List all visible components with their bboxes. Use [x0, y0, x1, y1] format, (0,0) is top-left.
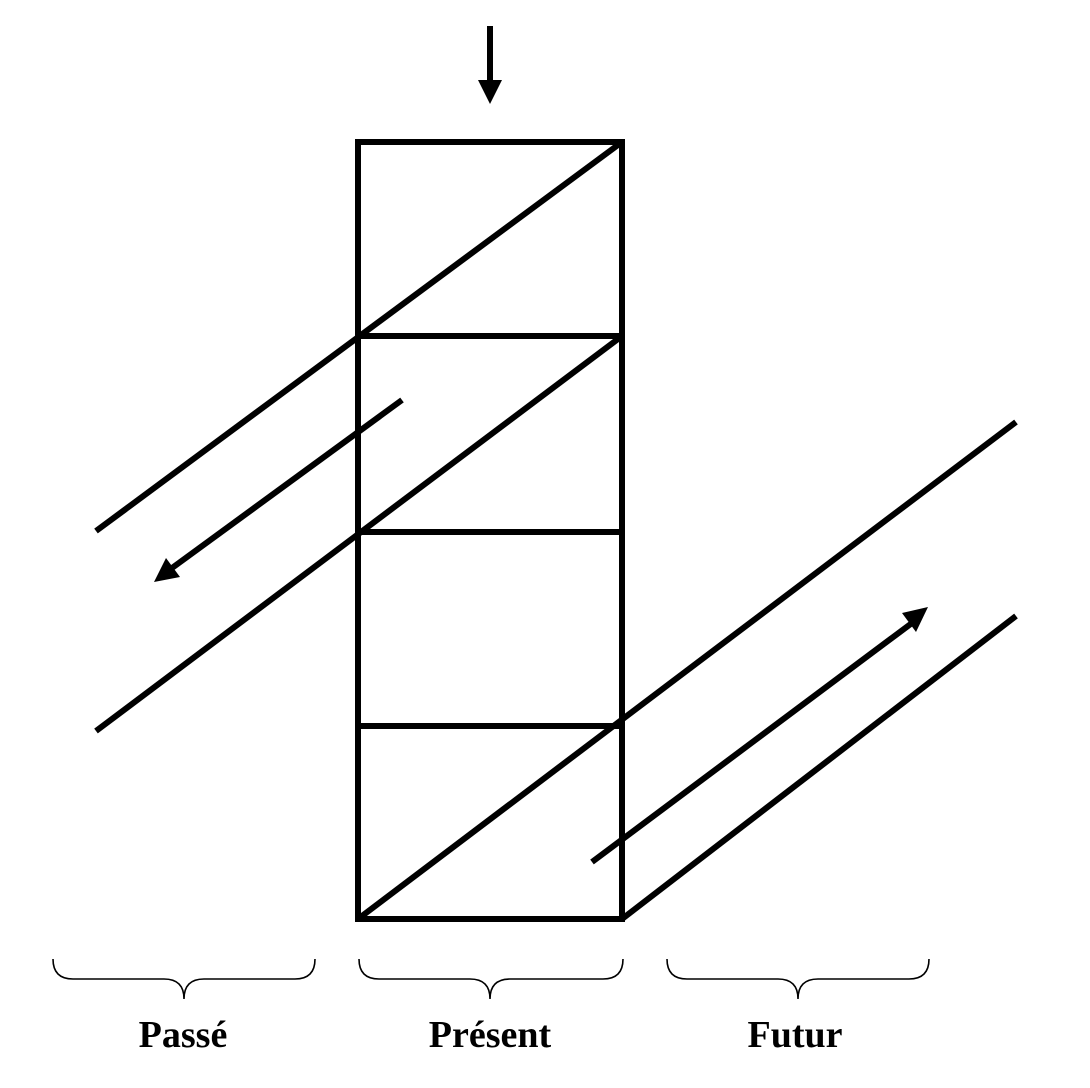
past-label: Passé [139, 1014, 228, 1056]
future-label: Futur [748, 1014, 843, 1056]
past-brace [52, 958, 316, 1000]
future-line-upper [356, 419, 1018, 922]
top-arrow-head [478, 80, 502, 104]
future-line-lower [620, 613, 1018, 922]
present-label: Présent [429, 1014, 552, 1056]
future-arrow-head [902, 607, 928, 632]
past-lines [94, 139, 624, 734]
present-column [355, 139, 625, 922]
future-lines [356, 419, 1018, 922]
past-arrow-shaft [170, 397, 404, 571]
past-line-upper [94, 139, 624, 534]
present-brace [358, 958, 624, 1000]
past-arrow-head [154, 558, 180, 582]
top-arrow [478, 26, 502, 104]
future-brace [666, 958, 930, 1000]
future-arrow-shaft [590, 620, 914, 865]
past-line-lower [94, 333, 624, 734]
